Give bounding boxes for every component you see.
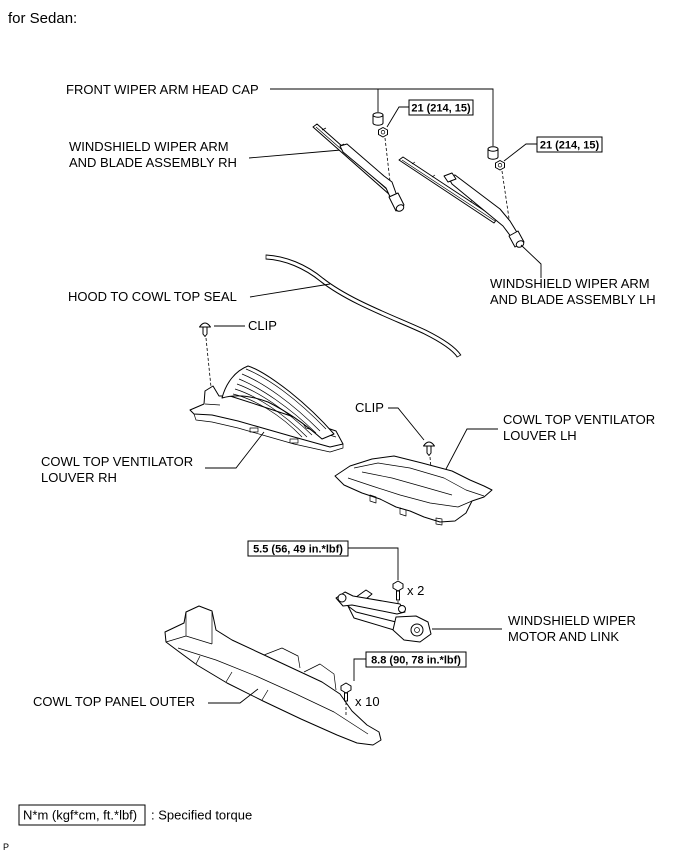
torque-cowl-panel-bolt: 8.8 (90, 78 in.*lbf) bbox=[371, 655, 461, 667]
label-wiper-motor-line1: WINDSHIELD WIPER bbox=[508, 613, 636, 628]
hood-seal-fill bbox=[265, 255, 461, 357]
wiper-motor-bolt-head bbox=[392, 580, 404, 592]
legend-unit-text: N*m (kgf*cm, ft.*lbf) bbox=[23, 808, 137, 823]
leader-cowl-panel bbox=[208, 688, 259, 704]
arm-nut-right-hole bbox=[497, 163, 503, 168]
clip-lower-head bbox=[423, 441, 435, 447]
clip-upper-icon bbox=[199, 322, 211, 337]
cowl-panel-bolt-icon bbox=[340, 682, 352, 702]
head-cap-left-top bbox=[372, 112, 384, 118]
footer-mark: P bbox=[3, 842, 9, 852]
legend-unit-box bbox=[18, 804, 146, 826]
cowl-panel-bolt-shaft bbox=[344, 692, 348, 702]
leader-head-cap bbox=[270, 88, 494, 146]
leader-torque-right-nut bbox=[503, 143, 537, 162]
hood-seal-part bbox=[265, 254, 462, 358]
clip-lower-stem bbox=[426, 445, 432, 456]
wiper-link-pivot-right bbox=[398, 605, 406, 613]
hood-seal-outline bbox=[265, 254, 462, 358]
torque-right-nut: 21 (214, 15) bbox=[540, 140, 600, 152]
head-cap-right-body bbox=[487, 148, 499, 160]
leader-torque-cowl-panel-bolt bbox=[353, 658, 366, 681]
cowl-panel-outer-part bbox=[164, 605, 382, 746]
arm-nut-left-icon bbox=[378, 127, 388, 138]
arm-nut-left-hex bbox=[378, 127, 388, 138]
louver-rh-part bbox=[189, 365, 344, 453]
torque-box-wiper-motor-bolt bbox=[247, 540, 349, 557]
wiper-blade-lh-detail bbox=[401, 159, 496, 222]
head-cap-right-icon bbox=[487, 146, 499, 160]
wiper-motor-cap bbox=[410, 623, 424, 637]
assembly-line-clip-upper bbox=[205, 337, 212, 388]
hood-seal-ends bbox=[265, 254, 462, 358]
wiper-motor-shaft bbox=[414, 627, 420, 633]
leader-torque-wiper-motor-bolt bbox=[348, 547, 399, 580]
torque-wiper-motor-bolt: 5.5 (56, 49 in.*lbf) bbox=[253, 544, 343, 556]
arm-nut-left-hole bbox=[380, 130, 386, 135]
leader-louver-lh bbox=[445, 428, 498, 470]
clip-lower-icon bbox=[423, 441, 435, 456]
wiper-arm-lh-part bbox=[398, 156, 525, 248]
label-wiper-arm-rh-line1: WINDSHIELD WIPER ARM bbox=[69, 139, 229, 154]
cowl-panel-bolt-head bbox=[340, 682, 352, 694]
label-wiper-motor-line2: MOTOR AND LINK bbox=[508, 629, 619, 644]
label-louver-rh-line2: LOUVER RH bbox=[41, 470, 117, 485]
label-clip-upper: CLIP bbox=[248, 318, 277, 333]
label-wiper-arm-lh-line1: WINDSHIELD WIPER ARM bbox=[490, 276, 650, 291]
assembly-line-left-nut bbox=[384, 137, 392, 191]
label-hood-seal: HOOD TO COWL TOP SEAL bbox=[68, 289, 237, 304]
torque-box-left-nut bbox=[408, 99, 474, 116]
label-wiper-arm-lh-line2: AND BLADE ASSEMBLY LH bbox=[490, 292, 656, 307]
arm-nut-right-hex bbox=[495, 160, 505, 171]
cowl-panel-outline bbox=[164, 605, 382, 746]
wiper-arm-rh bbox=[339, 143, 398, 200]
arm-nut-right-icon bbox=[495, 160, 505, 171]
louver-lh-body bbox=[334, 455, 493, 523]
clip-upper-stem bbox=[202, 326, 208, 337]
wiper-motor-link-part bbox=[335, 589, 432, 643]
louver-lh-detail bbox=[347, 462, 485, 526]
label-wiper-arm-rh-line2: AND BLADE ASSEMBLY RH bbox=[69, 155, 237, 170]
label-louver-lh-line1: COWL TOP VENTILATOR bbox=[503, 412, 655, 427]
label-louver-rh-line1: COWL TOP VENTILATOR bbox=[41, 454, 193, 469]
head-cap-left-body bbox=[372, 114, 384, 126]
label-head-cap: FRONT WIPER ARM HEAD CAP bbox=[66, 82, 259, 97]
qty-cowl-panel-bolt: x 10 bbox=[355, 694, 380, 709]
wiper-arm-lh-clip bbox=[443, 172, 457, 183]
clip-upper-head bbox=[199, 322, 211, 328]
label-louver-lh-line2: LOUVER LH bbox=[503, 428, 577, 443]
leader-louver-rh bbox=[205, 431, 265, 469]
wiper-link-pivot-left bbox=[337, 593, 347, 603]
louver-lh-part bbox=[334, 455, 493, 526]
legend-description: : Specified torque bbox=[151, 808, 252, 823]
label-clip-lower: CLIP bbox=[355, 400, 384, 415]
leader-wiper-arm-lh bbox=[520, 244, 542, 278]
head-cap-left-icon bbox=[372, 112, 384, 126]
louver-rh-base-detail bbox=[193, 403, 344, 453]
louver-rh-base bbox=[189, 385, 344, 448]
torque-box-cowl-panel-bolt bbox=[365, 651, 467, 668]
leader-hood-seal bbox=[249, 283, 331, 298]
wiper-arm-rh-part bbox=[312, 123, 405, 212]
wiper-arm-rh-pivot-end bbox=[395, 204, 405, 212]
wiper-motor-bolt-shaft bbox=[396, 590, 400, 601]
cowl-panel-detail bbox=[165, 612, 369, 735]
torque-left-nut: 21 (214, 15) bbox=[411, 103, 471, 115]
page-subtitle: for Sedan: bbox=[8, 10, 77, 27]
louver-rh-slits bbox=[232, 368, 327, 438]
label-cowl-panel: COWL TOP PANEL OUTER bbox=[33, 694, 195, 709]
head-cap-right-top bbox=[487, 146, 499, 152]
leader-torque-left-nut bbox=[386, 106, 409, 128]
leader-wiper-arm-rh bbox=[248, 149, 342, 159]
qty-wiper-motor-bolt: x 2 bbox=[407, 583, 424, 598]
torque-box-right-nut bbox=[536, 136, 603, 153]
wiper-motor-bolt-icon bbox=[392, 580, 404, 601]
leader-clip-lower bbox=[388, 407, 425, 441]
wiper-link-bar-upper bbox=[335, 591, 406, 615]
